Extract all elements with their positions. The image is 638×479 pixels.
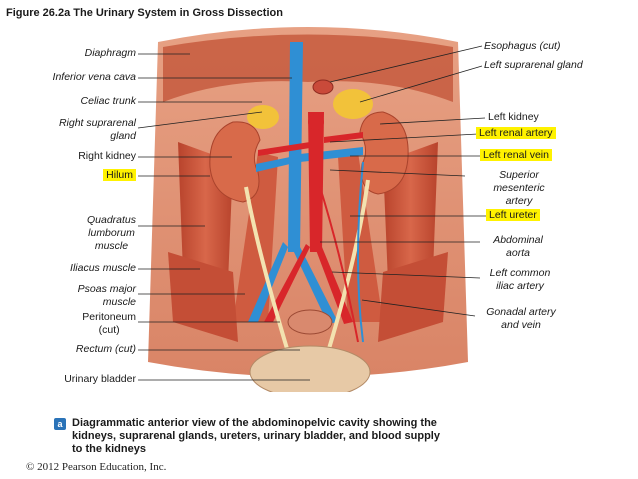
urinary-bladder: [249, 345, 371, 392]
label-left-ureter-highlight: Left ureter: [486, 209, 540, 221]
right-ureter: [244, 186, 290, 353]
label-left-ureter: Left ureter: [486, 209, 540, 222]
label-right-suprarenal-line1: Right suprarenal: [58, 117, 136, 129]
label-peritoneum-line2: (cut): [98, 324, 120, 336]
right-iliacus: [168, 252, 238, 342]
label-left-renal-vein-highlight: Left renal vein: [480, 149, 552, 161]
label-quadratus-line1: Quadratus: [86, 214, 136, 226]
gonadal-vein: [357, 161, 364, 343]
label-hilum-highlight: Hilum: [103, 169, 136, 181]
left-suprarenal-gland: [333, 89, 373, 119]
label-iliac-line1: Left common: [489, 267, 551, 279]
abdominal-aorta: [308, 112, 324, 252]
label-aorta-line2: aorta: [506, 247, 530, 259]
diaphragm: [163, 34, 453, 102]
label-rectum: Rectum (cut): [75, 343, 136, 355]
label-sma-line1: Superior: [499, 169, 539, 181]
label-esophagus: Esophagus (cut): [484, 40, 561, 52]
label-sma-line3: artery: [505, 195, 533, 207]
label-inferior-vena-cava: Inferior vena cava: [52, 71, 136, 83]
label-quadratus-line3: muscle: [94, 240, 129, 252]
left-ureter: [326, 179, 370, 353]
left-kidney: [359, 111, 409, 195]
label-urinary-bladder: Urinary bladder: [64, 373, 136, 385]
label-left-renal-artery: Left renal artery: [476, 127, 556, 140]
caption-badge: a: [54, 418, 66, 430]
label-hilum: Hilum: [103, 169, 136, 182]
gonadal-artery: [319, 186, 359, 343]
label-quadratus-lumborum: Quadratus lumborum muscle: [87, 214, 136, 253]
label-superior-mesenteric-artery: Superior mesenteric artery: [488, 169, 550, 208]
right-renal-vein: [256, 157, 290, 172]
label-psoas-major: Psoas major muscle: [78, 283, 136, 309]
figure-title: Figure 26.2a The Urinary System in Gross…: [6, 7, 283, 19]
left-common-iliac-artery: [316, 247, 353, 324]
label-celiac-trunk: Celiac trunk: [80, 95, 136, 107]
figure-caption: Diagrammatic anterior view of the abdomi…: [72, 417, 440, 455]
label-aorta-line1: Abdominal: [493, 234, 543, 246]
label-right-suprarenal-line2: gland: [110, 130, 136, 142]
label-left-suprarenal-gland: Left suprarenal gland: [484, 59, 583, 71]
label-gonadal-line2: and vein: [501, 319, 541, 331]
label-gonadal-line1: Gonadal artery: [486, 306, 556, 318]
label-peritoneum-line1: Peritoneum: [82, 311, 136, 323]
label-psoas-line2: muscle: [102, 296, 136, 308]
label-peritoneum: Peritoneum (cut): [82, 311, 136, 337]
right-renal-artery: [258, 142, 310, 156]
label-sma-line2: mesenteric: [493, 182, 545, 194]
label-quadratus-line2: lumborum: [88, 227, 135, 239]
copyright-notice: © 2012 Pearson Education, Inc.: [26, 461, 167, 473]
label-left-renal-artery-highlight: Left renal artery: [476, 127, 556, 139]
label-abdominal-aorta: Abdominal aorta: [486, 234, 550, 260]
label-right-suprarenal-gland: Right suprarenal gland: [59, 117, 136, 143]
label-left-renal-vein: Left renal vein: [480, 149, 552, 162]
label-psoas-line1: Psoas major: [77, 283, 136, 295]
label-gonadal-artery-vein: Gonadal artery and vein: [478, 306, 564, 332]
label-diaphragm: Diaphragm: [84, 47, 136, 59]
esophagus: [312, 79, 334, 95]
celiac-trunk: [308, 114, 324, 130]
label-iliacus-muscle: Iliacus muscle: [70, 262, 136, 274]
rectum: [287, 309, 333, 335]
label-iliac-line2: iliac artery: [496, 280, 544, 292]
label-right-kidney: Right kidney: [78, 150, 136, 162]
label-left-common-iliac-artery: Left common iliac artery: [484, 267, 556, 293]
left-common-iliac-vein: [293, 247, 338, 324]
right-kidney: [209, 121, 261, 203]
label-left-kidney: Left kidney: [488, 111, 539, 123]
right-suprarenal-gland: [247, 105, 279, 129]
left-renal-artery: [324, 132, 363, 143]
